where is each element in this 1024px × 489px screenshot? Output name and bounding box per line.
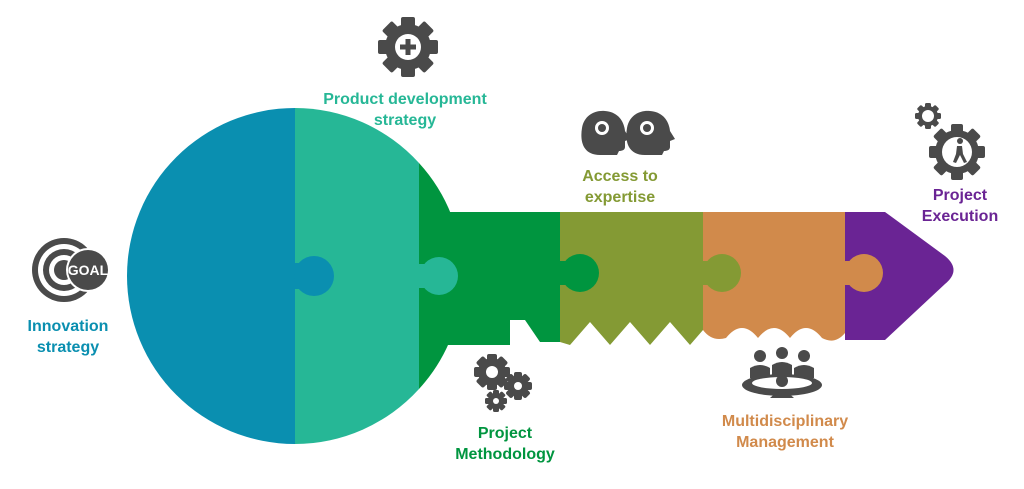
gear-plus-icon: [378, 17, 438, 77]
key-head-innovation: [127, 108, 295, 444]
gear-walker-icon: [915, 103, 985, 180]
key-shaft-methodology: [419, 163, 560, 389]
label-multidisciplinary-management: Multidisciplinary Management: [721, 413, 849, 451]
label-project-methodology: Project Methodology: [455, 425, 555, 463]
key-shaft-multidisciplinary: [703, 212, 845, 341]
goal-icon-text: GOAL: [68, 262, 109, 278]
meeting-table-icon: [742, 347, 822, 398]
goal-target-icon: GOAL: [32, 238, 110, 302]
gears-icon: [474, 354, 532, 412]
label-project-execution: Project Execution: [921, 187, 999, 225]
heads-gears-icon: [581, 110, 675, 155]
key-head-product: [295, 108, 419, 444]
key-tip-execution: [845, 212, 954, 340]
key-shaft-expertise: [560, 212, 703, 345]
label-innovation-strategy: Innovation strategy: [27, 318, 109, 356]
label-product-development-strategy: Product development strategy: [323, 91, 487, 129]
label-access-to-expertise: Access to expertise: [582, 168, 658, 206]
